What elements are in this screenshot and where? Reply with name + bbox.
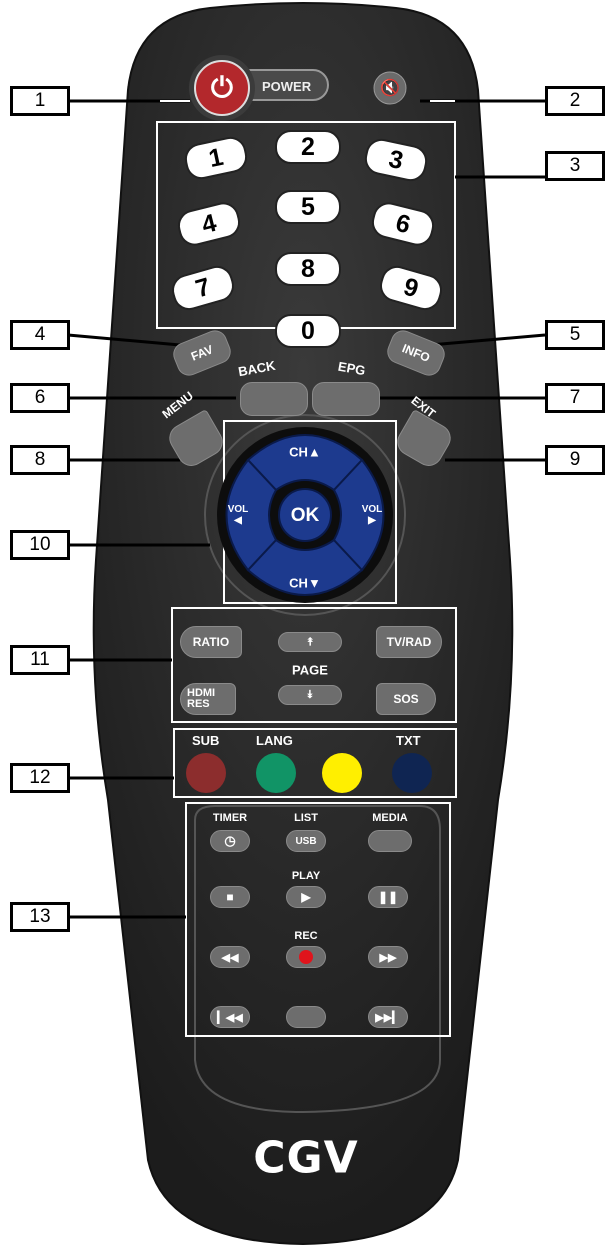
record-icon <box>299 950 313 964</box>
page-up-icon: ⯭ <box>306 635 314 648</box>
sub-label: SUB <box>192 733 220 748</box>
number-key-8[interactable]: 8 <box>275 252 341 286</box>
fast-forward-icon: ▶▶ <box>379 951 397 964</box>
play-label: PLAY <box>291 870 321 882</box>
blank-button[interactable] <box>286 1006 326 1028</box>
tvrad-button[interactable]: TV/RAD <box>376 626 442 658</box>
play-button[interactable] <box>286 886 326 908</box>
callout-6: 6 <box>10 383 70 413</box>
media-label: MEDIA <box>372 812 408 824</box>
list-label: LIST <box>294 812 318 824</box>
fast-forward-button[interactable] <box>368 946 408 968</box>
number-key-0[interactable]: 0 <box>275 314 341 348</box>
skip-forward-icon: ▶▶▎ <box>375 1011 401 1024</box>
timer-label: TIMER <box>212 812 248 824</box>
usb-button[interactable]: USB <box>286 830 326 852</box>
brand-logo: CGV <box>253 1132 359 1184</box>
stop-icon: ■ <box>226 890 234 904</box>
red-button[interactable] <box>186 753 226 793</box>
hdmi-res-button[interactable]: HDMI RES <box>180 683 236 715</box>
media-area-outline <box>194 805 441 1114</box>
number-key-2[interactable]: 2 <box>275 130 341 164</box>
power-button-face <box>194 60 250 116</box>
power-icon[interactable]: ⏻ <box>210 71 234 103</box>
stop-button[interactable] <box>210 886 250 908</box>
blue-button[interactable] <box>392 753 432 793</box>
skip-forward-button[interactable] <box>368 1006 408 1028</box>
ch-down-button[interactable]: CH▼ <box>289 575 321 591</box>
clock-icon: ◷ <box>224 833 236 848</box>
rewind-icon: ◀◀ <box>221 951 239 964</box>
remote-shell <box>92 2 514 1246</box>
pause-icon: ❚❚ <box>377 890 399 904</box>
timer-button[interactable] <box>210 830 250 852</box>
ch-up-button[interactable]: CH▲ <box>289 444 321 460</box>
frame-group11 <box>171 607 457 723</box>
ok-button-face <box>278 488 332 542</box>
page-label: PAGE <box>292 662 328 678</box>
page-down-button[interactable] <box>278 685 342 705</box>
callout-10: 10 <box>10 530 70 560</box>
back-button[interactable] <box>240 382 308 416</box>
sos-button[interactable]: SOS <box>376 683 436 715</box>
frame-media <box>185 802 451 1037</box>
dpad-right <box>332 458 385 572</box>
callout-4: 4 <box>10 320 70 350</box>
dpad-left <box>225 458 278 572</box>
ratio-button[interactable]: RATIO <box>180 626 242 658</box>
pause-button[interactable] <box>368 886 408 908</box>
callout-7: 7 <box>545 383 605 413</box>
lang-label: LANG <box>256 733 293 748</box>
page-down-icon: ⯯ <box>306 688 314 701</box>
callout-11: 11 <box>10 645 70 675</box>
callout-9: 9 <box>545 445 605 475</box>
nav-dpad <box>225 434 385 596</box>
mute-button-face <box>373 71 407 105</box>
epg-button[interactable] <box>312 382 380 416</box>
callout-3: 3 <box>545 151 605 181</box>
callout-5: 5 <box>545 320 605 350</box>
number-key-5[interactable]: 5 <box>275 190 341 224</box>
play-icon: ▶ <box>301 890 311 904</box>
media-button[interactable] <box>368 830 412 852</box>
yellow-button[interactable] <box>322 753 362 793</box>
skip-back-button[interactable] <box>210 1006 250 1028</box>
callout-8: 8 <box>10 445 70 475</box>
green-button[interactable] <box>256 753 296 793</box>
callout-1: 1 <box>10 86 70 116</box>
callout-2: 2 <box>545 86 605 116</box>
callout-12: 12 <box>10 763 70 793</box>
page-up-button[interactable] <box>278 632 342 652</box>
frame-colors <box>173 728 457 798</box>
rewind-button[interactable] <box>210 946 250 968</box>
vol-right-button[interactable]: VOL ▶ <box>361 504 383 526</box>
rec-label: REC <box>294 930 318 942</box>
callout-13: 13 <box>10 902 70 932</box>
ok-button[interactable]: OK <box>290 505 320 526</box>
vol-left-button[interactable]: VOL ◀ <box>227 504 249 526</box>
txt-label: TXT <box>396 733 421 748</box>
mute-icon[interactable]: 🔇 <box>380 80 400 97</box>
power-label: POWER <box>262 79 312 94</box>
skip-back-icon: ▎◀◀ <box>217 1011 243 1024</box>
nav-ring <box>204 414 406 616</box>
